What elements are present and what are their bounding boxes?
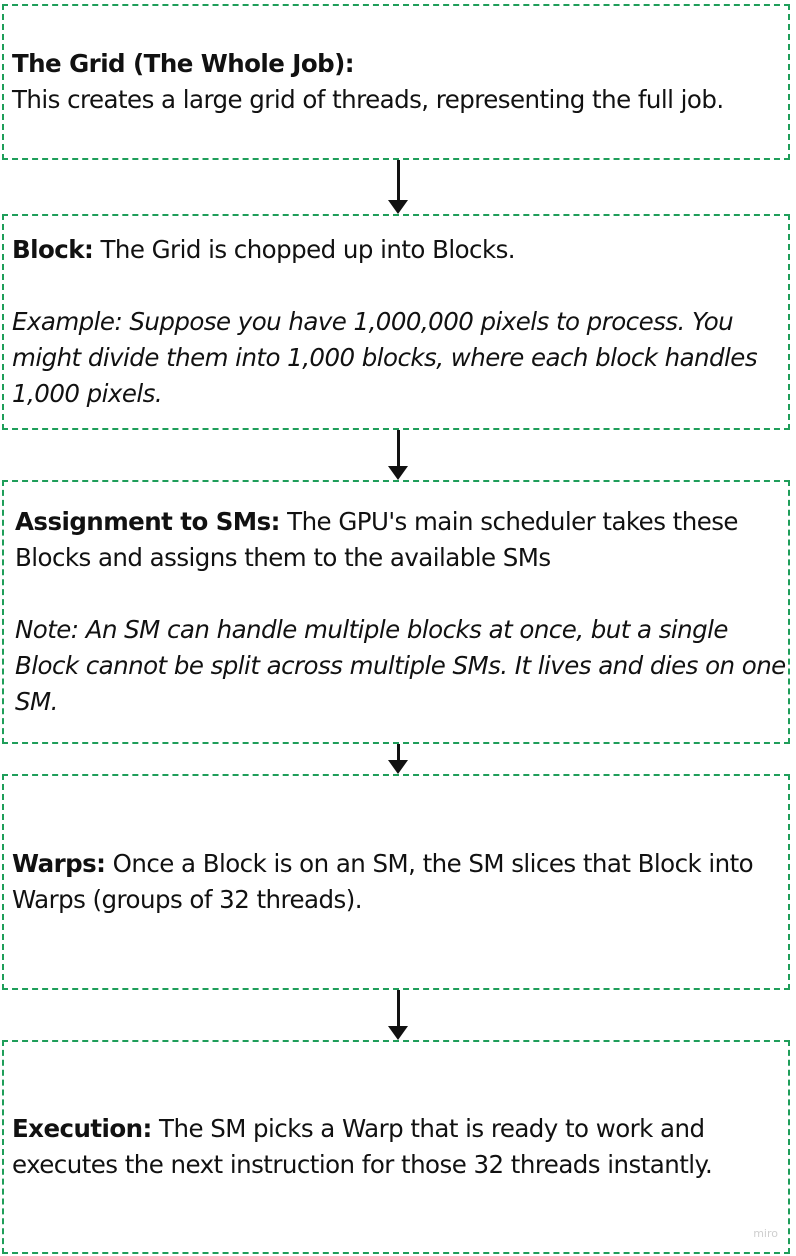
step-heading-warps: Warps: (12, 849, 106, 878)
step-body-block: The Grid is chopped up into Blocks. (93, 235, 516, 264)
step-heading-execution: Execution: (12, 1114, 152, 1143)
step-example-line-2: might divide them into 1,000 blocks, whe… (12, 343, 758, 372)
flow-arrow-2 (388, 430, 408, 480)
step-body-assignment-2: Blocks and assigns them to the available… (15, 543, 551, 572)
step-body-warps-1: Once a Block is on an SM, the SM slices … (105, 849, 754, 878)
arrow-down-icon (388, 760, 408, 774)
step-text-assignment: Assignment to SMs: The GPU's main schedu… (15, 504, 778, 540)
step-box-assignment: Assignment to SMs: The GPU's main schedu… (2, 480, 790, 744)
step-box-grid: The Grid (The Whole Job): This creates a… (2, 4, 790, 160)
step-body-assignment-1: The GPU's main scheduler takes these (279, 507, 738, 536)
step-box-warps: Warps: Once a Block is on an SM, the SM … (2, 774, 790, 990)
step-note-line-1: Note: An SM can handle multiple blocks a… (15, 615, 728, 644)
arrow-down-icon (388, 200, 408, 214)
flow-arrow-3 (388, 744, 408, 774)
step-text-block: Block: The Grid is chopped up into Block… (12, 232, 778, 268)
flow-arrow-4 (388, 990, 408, 1040)
step-example-line-3: 1,000 pixels. (12, 379, 163, 408)
step-example-line-1: Example: Suppose you have 1,000,000 pixe… (12, 307, 734, 336)
step-heading-assignment: Assignment to SMs: (15, 507, 280, 536)
step-heading-block: Block: (12, 235, 94, 264)
flow-arrow-1 (388, 160, 408, 214)
step-body-warps-2: Warps (groups of 32 threads). (12, 885, 363, 914)
step-text-grid: The Grid (The Whole Job): (12, 46, 778, 82)
step-box-block: Block: The Grid is chopped up into Block… (2, 214, 790, 430)
step-body-execution-1: The SM picks a Warp that is ready to wor… (151, 1114, 705, 1143)
arrow-down-icon (388, 1026, 408, 1040)
step-heading-grid: The Grid (The Whole Job): (12, 49, 355, 78)
step-note-line-3: SM. (15, 687, 58, 716)
step-text-execution: Execution: The SM picks a Warp that is r… (12, 1111, 778, 1147)
step-body-execution-2: executes the next instruction for those … (12, 1150, 713, 1179)
step-box-execution: Execution: The SM picks a Warp that is r… (2, 1040, 790, 1254)
step-text-warps: Warps: Once a Block is on an SM, the SM … (12, 846, 778, 882)
miro-watermark: miro (753, 1227, 778, 1240)
step-body-grid: This creates a large grid of threads, re… (12, 85, 724, 114)
arrow-down-icon (388, 466, 408, 480)
step-note-line-2: Block cannot be split across multiple SM… (15, 651, 786, 680)
